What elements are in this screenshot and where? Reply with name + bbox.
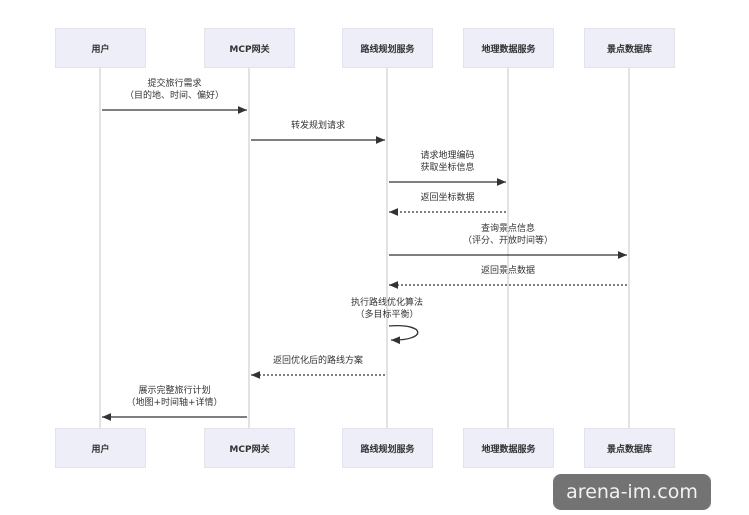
message-label-line: 获取坐标信息 — [420, 163, 475, 173]
participant-box-bottom: 景点数据库 — [584, 428, 675, 468]
message-label-line: （目的地、时间、偏好） — [124, 91, 225, 101]
watermark: arena-im.com — [553, 474, 711, 510]
self-call-arrow — [388, 325, 419, 345]
message-label: 展示完整旅行计划 （地图+时间轴+详情） — [126, 385, 222, 409]
message-label-line: 请求地理编码 — [420, 151, 475, 161]
message-label-line: 查询景点信息 — [480, 224, 536, 234]
message-label-line: 提交旅行需求 — [147, 79, 202, 89]
message-label-line: 转发规划请求 — [290, 121, 346, 131]
message-label-line: （多目标平衡） — [355, 310, 419, 320]
message-label-line: 执行路线优化算法 — [350, 298, 424, 308]
participant-box-top: 路线规划服务 — [342, 28, 433, 68]
participant-box-top: MCP网关 — [204, 28, 295, 68]
participant-box-bottom: MCP网关 — [204, 428, 295, 468]
message-label: 请求地理编码获取坐标信息 — [420, 150, 474, 174]
message-label-line: 返回坐标数据 — [420, 193, 475, 203]
participant-box-bottom: 用户 — [55, 428, 146, 468]
participant-box-bottom: 路线规划服务 — [342, 428, 433, 468]
message-label: 返回景点数据 — [481, 265, 535, 277]
message-label-line: 展示完整旅行计划 — [138, 386, 211, 396]
participant-box-bottom: 地理数据服务 — [463, 428, 554, 468]
message-label: 转发规划请求 — [291, 120, 345, 132]
message-label: 查询景点信息 （评分、开放时间等） — [463, 223, 553, 247]
message-label-line: （评分、开放时间等） — [462, 236, 554, 246]
participant-box-top: 景点数据库 — [584, 28, 675, 68]
participant-box-top: 地理数据服务 — [463, 28, 554, 68]
message-label-line: 返回景点数据 — [480, 266, 536, 276]
message-label: 提交旅行需求 （目的地、时间、偏好） — [125, 78, 224, 102]
message-label: 返回坐标数据 — [420, 192, 474, 204]
message-label-line: 返回优化后的路线方案 — [272, 356, 364, 366]
participant-box-top: 用户 — [55, 28, 146, 68]
message-label: 执行路线优化算法 （多目标平衡） — [351, 297, 423, 321]
message-label-line: （地图+时间轴+详情） — [126, 398, 223, 408]
message-label: 返回优化后的路线方案 — [273, 355, 363, 367]
